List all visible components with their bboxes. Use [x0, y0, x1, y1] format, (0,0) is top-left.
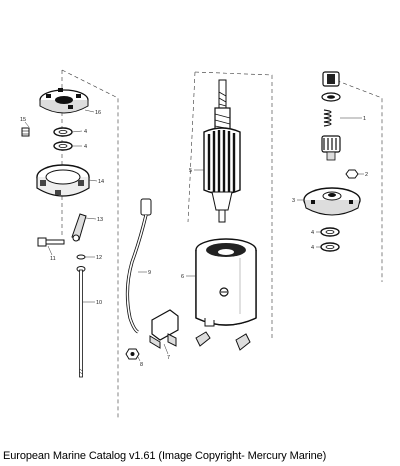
drive-end-plate-part	[303, 187, 361, 216]
drive-assembly-part	[321, 71, 341, 161]
nut-part	[125, 348, 140, 360]
brush-lever-part	[71, 213, 87, 242]
washer-part	[320, 227, 340, 237]
callout-12: 12	[96, 255, 102, 261]
small-nut-part	[345, 169, 359, 179]
bolt-part	[37, 237, 65, 247]
callout-13: 13	[97, 217, 103, 223]
callout-1: 1	[363, 116, 366, 122]
callout-6: 6	[181, 274, 184, 280]
callout-7: 7	[167, 355, 170, 361]
cable-part	[125, 198, 152, 334]
callout-4: 4	[84, 129, 87, 135]
washer-part	[53, 141, 73, 151]
callout-5: 5	[189, 168, 192, 174]
callout-10: 10	[96, 300, 102, 306]
callout-4: 4	[84, 144, 87, 150]
callout-leaders	[24, 109, 364, 362]
callout-9: 9	[148, 270, 151, 276]
callout-4: 4	[311, 230, 314, 236]
callout-14: 14	[98, 179, 104, 185]
through-bolt-part	[76, 266, 86, 378]
callout-11: 11	[50, 256, 56, 262]
armature-part	[203, 79, 241, 223]
screw-part	[21, 127, 30, 137]
starter-motor-exploded-diagram: 16 15 4 4 14 13 11 12 10 9 8 7 5 6 1 2 3…	[20, 69, 383, 420]
end-plate-part	[39, 88, 89, 114]
callout-8: 8	[140, 362, 143, 368]
callout-3: 3	[292, 198, 295, 204]
callout-4: 4	[311, 245, 314, 251]
washer-part	[53, 127, 73, 137]
field-housing-part	[195, 238, 257, 327]
callout-15: 15	[20, 117, 26, 123]
washer-part	[320, 242, 340, 252]
brush-holder-part	[36, 164, 90, 197]
terminal-bracket-part	[149, 309, 251, 351]
callout-labels: 16 15 4 4 14 13 11 12 10 9 8 7 5 6 1 2 3…	[20, 110, 368, 368]
callout-16: 16	[95, 110, 101, 116]
callout-2: 2	[365, 172, 368, 178]
small-washer-part	[76, 254, 86, 260]
image-caption: European Marine Catalog v1.61 (Image Cop…	[3, 450, 327, 462]
